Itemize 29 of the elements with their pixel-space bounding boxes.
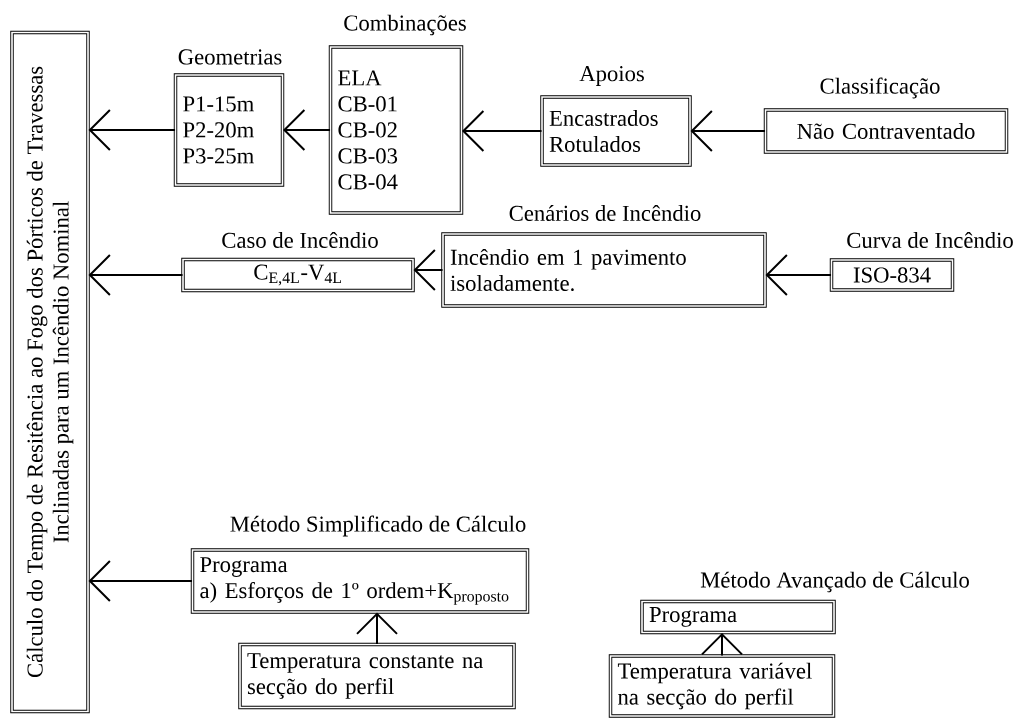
arrow xyxy=(88,109,177,151)
process-box: ELA CB-01 CB-02 CB-03 CB-04 xyxy=(328,45,464,215)
box-heading: Método Simplificado de Cálculo xyxy=(230,515,526,537)
arrow xyxy=(88,560,194,602)
process-box: Programa xyxy=(640,599,836,635)
process-box: Não Contraventado xyxy=(763,108,1009,154)
node-label: CB-02 xyxy=(338,122,397,138)
box-heading: Curva de Incêndio xyxy=(847,232,1013,248)
process-box: Programa a) Esforços de 1º ordem+K$_{proposto}$ xyxy=(190,548,530,614)
process-box: P1-15m P2-20m P3-25m xyxy=(173,73,285,187)
process-box: ISO-834 xyxy=(829,258,955,292)
process-box: Temperatura variável na secção do perfil xyxy=(608,654,836,718)
node-label: ELA xyxy=(338,70,382,86)
box-heading: Combinações xyxy=(344,14,466,36)
process-box: Cálculo do Tempo de Resitência ao Fogo dos Pórticos de Travessas Inclinadas para um Incêndio Nominal xyxy=(10,30,90,714)
node-label: CB-03 xyxy=(338,148,398,164)
arrow xyxy=(88,254,184,296)
box-heading: Apoios xyxy=(579,66,644,86)
process-box: Temperatura constante na secção do perfil xyxy=(238,642,516,710)
node-label: CB-04 xyxy=(338,174,398,190)
box-heading: Classificação xyxy=(820,77,940,99)
process-box: C$_{E,4L}$-V$_{4L}$ xyxy=(181,257,415,293)
process-box: Encastrados Rotulados xyxy=(540,95,692,167)
node-label: CB-01 xyxy=(338,96,397,112)
box-heading: Cenários de Incêndio xyxy=(509,205,701,221)
process-box: Incêndio em 1 pavimento isoladamente. xyxy=(441,232,767,308)
box-heading: Método Avançado de Cálculo xyxy=(700,571,969,593)
box-heading: Geometrias xyxy=(178,49,282,65)
box-heading: Caso de Incêndio xyxy=(222,232,378,248)
